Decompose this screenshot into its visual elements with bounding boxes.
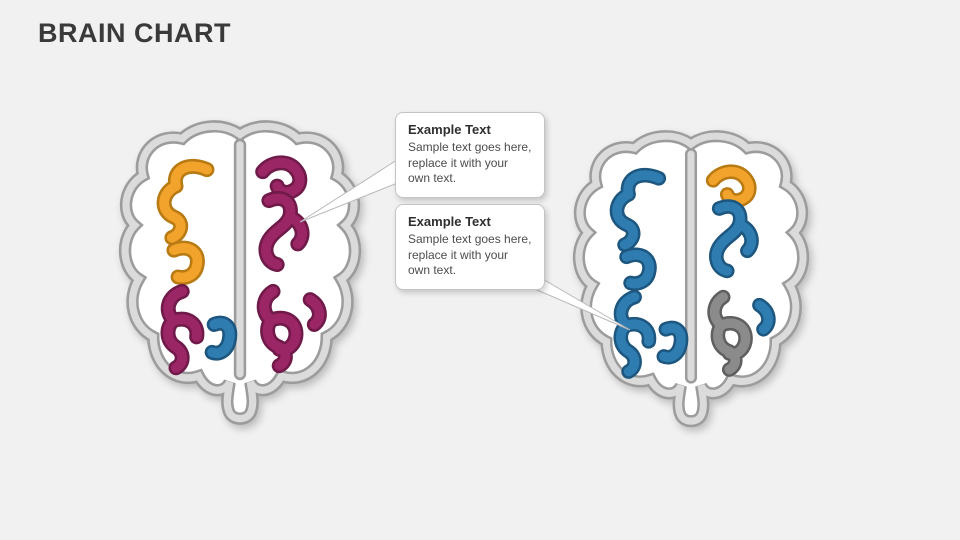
callout-1-body: Sample text goes here, replace it with y…: [408, 140, 532, 186]
callout-1-title: Example Text: [408, 122, 491, 137]
page-title: BRAIN CHART: [38, 18, 231, 48]
callout-pointer-1: [299, 157, 401, 223]
callout-2-body: Sample text goes here, replace it with y…: [408, 232, 532, 278]
callout-box-2: Example Text Sample text goes here, repl…: [395, 204, 545, 290]
callout-2-title: Example Text: [408, 214, 491, 229]
callout-box-1: Example Text Sample text goes here, repl…: [395, 112, 545, 198]
